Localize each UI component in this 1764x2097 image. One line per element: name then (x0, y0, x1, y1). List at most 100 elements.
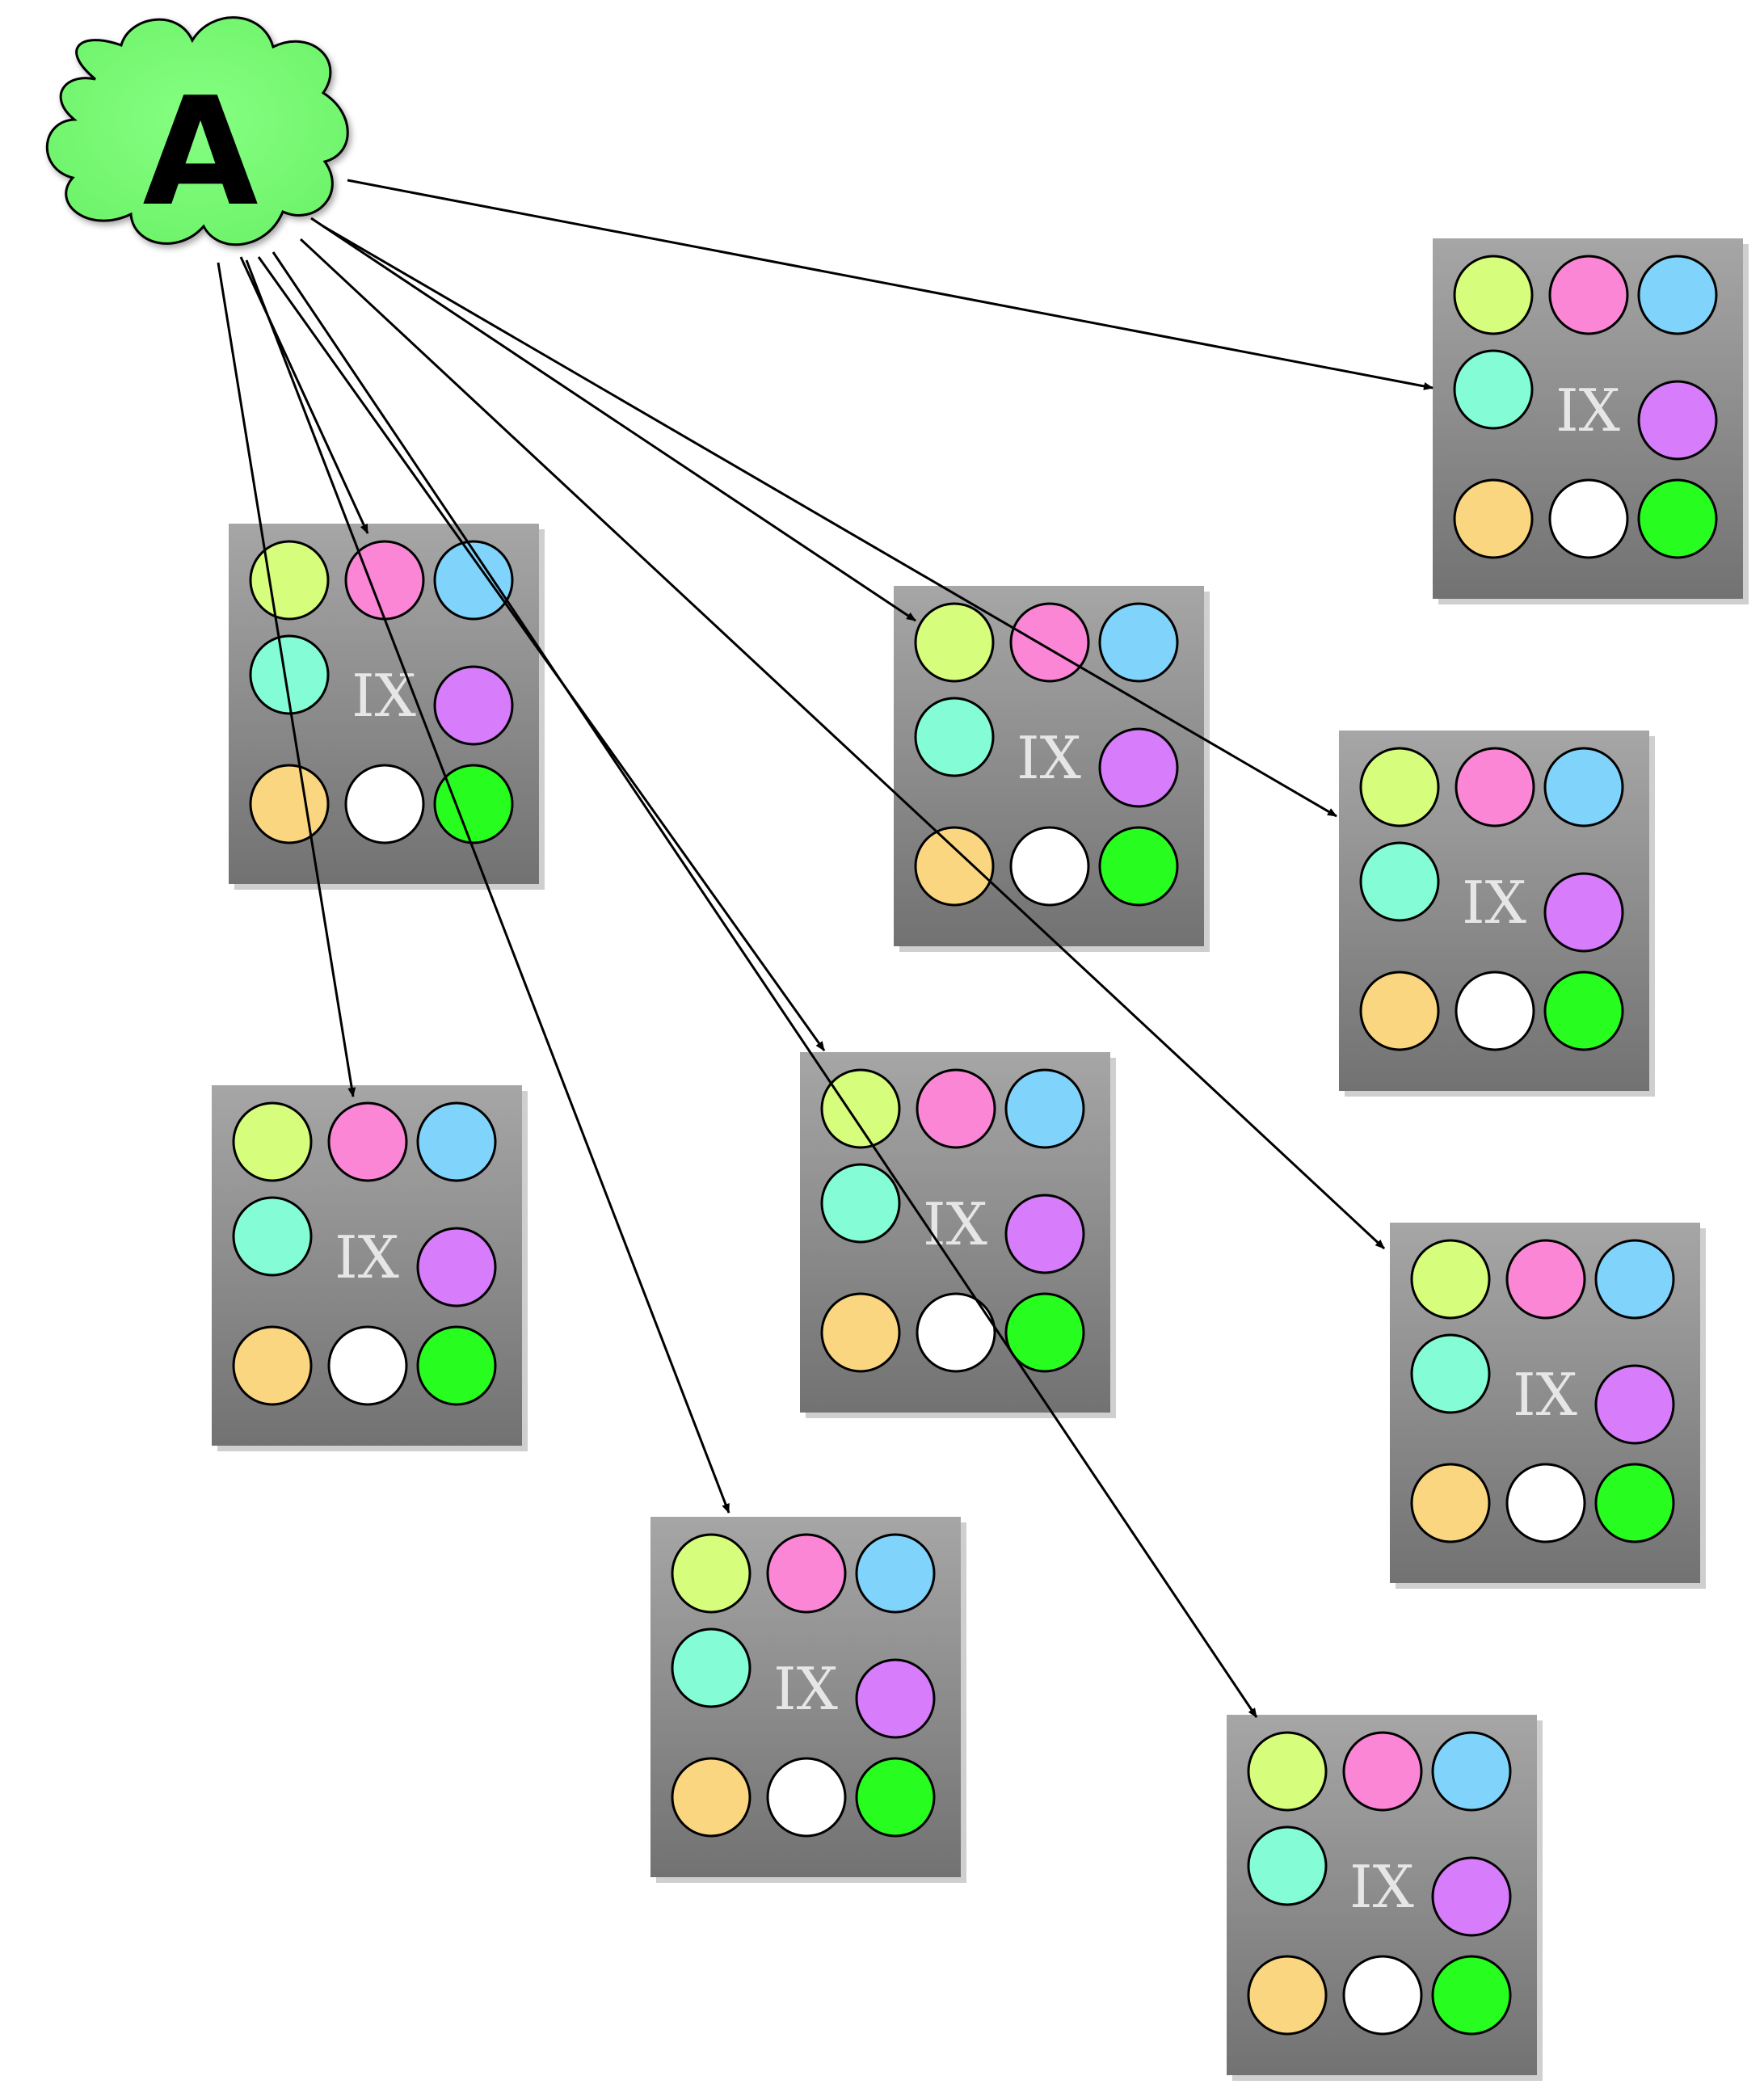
edge-arrow (299, 238, 1386, 1250)
aqua-circle (1410, 1333, 1491, 1414)
aqua-circle (1247, 1825, 1328, 1906)
purple-circle (1431, 1856, 1512, 1937)
ix-box: IX (650, 1517, 966, 1883)
purple-circle (1594, 1364, 1675, 1445)
aqua-circle (820, 1163, 901, 1244)
purple-circle (433, 665, 514, 746)
ix-box-label: IX (1017, 724, 1081, 792)
lime-circle (671, 1533, 751, 1614)
ix-box: IX (1390, 1223, 1706, 1589)
lime-circle (1247, 1731, 1328, 1812)
orange-circle (1247, 1955, 1328, 2036)
aqua-circle (1359, 841, 1440, 922)
pink-circle (1548, 255, 1629, 335)
blue-circle (1431, 1731, 1512, 1812)
blue-circle (1543, 747, 1624, 827)
blue-circle (416, 1101, 497, 1182)
orange-circle (820, 1292, 901, 1373)
blue-circle (1004, 1068, 1085, 1149)
blue-circle (855, 1533, 936, 1614)
ix-box: IX (229, 524, 545, 890)
white-circle (1548, 478, 1629, 559)
white-circle (327, 1325, 408, 1406)
pink-circle (1455, 747, 1535, 827)
ix-box-label: IX (1513, 1361, 1577, 1429)
ix-box-label: IX (923, 1190, 987, 1258)
orange-circle (914, 826, 995, 907)
green-circle (1594, 1463, 1675, 1543)
lime-circle (249, 540, 330, 621)
blue-circle (433, 540, 514, 621)
white-circle (344, 764, 425, 844)
ix-box: IX (212, 1085, 528, 1451)
lime-circle (1453, 255, 1534, 335)
aqua-circle (1453, 349, 1534, 430)
blue-circle (1594, 1239, 1675, 1320)
aqua-circle (232, 1196, 313, 1277)
white-circle (766, 1757, 847, 1838)
blue-circle (1637, 255, 1718, 335)
ix-box-label: IX (773, 1655, 838, 1723)
orange-circle (232, 1325, 313, 1406)
blue-circle (1098, 602, 1179, 683)
orange-circle (249, 764, 330, 844)
white-circle (1505, 1463, 1586, 1543)
edge-arrow (347, 179, 1434, 390)
pink-circle (1342, 1731, 1423, 1812)
purple-circle (1004, 1194, 1085, 1274)
orange-circle (1453, 478, 1534, 559)
ix-box: IX (1433, 238, 1749, 604)
ix-boxes-layer: IX IX IX IX IX IX IX IX IX (212, 238, 1749, 2081)
orange-circle (1410, 1463, 1491, 1543)
purple-circle (1543, 872, 1624, 953)
edge-arrow (322, 225, 1337, 818)
ix-box-label: IX (1349, 1853, 1414, 1921)
cloud-shape (45, 16, 349, 246)
green-circle (1004, 1292, 1085, 1373)
edge-arrow (217, 262, 356, 1097)
purple-circle (855, 1658, 936, 1739)
white-circle (916, 1292, 996, 1373)
green-circle (1098, 826, 1179, 907)
ix-box-label: IX (335, 1223, 399, 1291)
lime-circle (820, 1068, 901, 1149)
green-circle (1637, 478, 1718, 559)
ix-box: IX (1227, 1715, 1543, 2081)
orange-circle (1359, 971, 1440, 1051)
pink-circle (766, 1533, 847, 1614)
lime-circle (1359, 747, 1440, 827)
pink-circle (327, 1101, 408, 1182)
purple-circle (1637, 380, 1718, 461)
green-circle (855, 1757, 936, 1838)
aqua-circle (914, 697, 995, 777)
aqua-circle (671, 1627, 751, 1708)
aqua-circle (249, 634, 330, 715)
lime-circle (232, 1101, 313, 1182)
pink-circle (1009, 602, 1090, 683)
orange-circle (671, 1757, 751, 1838)
purple-circle (1098, 727, 1179, 808)
edges-layer (217, 179, 1434, 1718)
green-circle (1543, 971, 1624, 1051)
lime-circle (914, 602, 995, 683)
white-circle (1009, 826, 1090, 907)
source-node-label: A (142, 65, 258, 239)
green-circle (416, 1325, 497, 1406)
ix-box-label: IX (1556, 377, 1620, 444)
white-circle (1342, 1955, 1423, 2036)
purple-circle (416, 1227, 497, 1307)
white-circle (1455, 971, 1535, 1051)
edge-arrow (245, 259, 730, 1514)
green-circle (433, 764, 514, 844)
ix-box-label: IX (352, 662, 416, 730)
edge-arrow (310, 217, 916, 622)
pink-circle (1505, 1239, 1586, 1320)
pink-circle (344, 540, 425, 621)
ix-box: IX (894, 586, 1210, 952)
green-circle (1431, 1955, 1512, 2036)
lime-circle (1410, 1239, 1491, 1320)
source-cloud-node: A (45, 16, 349, 246)
ix-box-label: IX (1462, 869, 1526, 937)
edge-arrow (272, 251, 1258, 1718)
